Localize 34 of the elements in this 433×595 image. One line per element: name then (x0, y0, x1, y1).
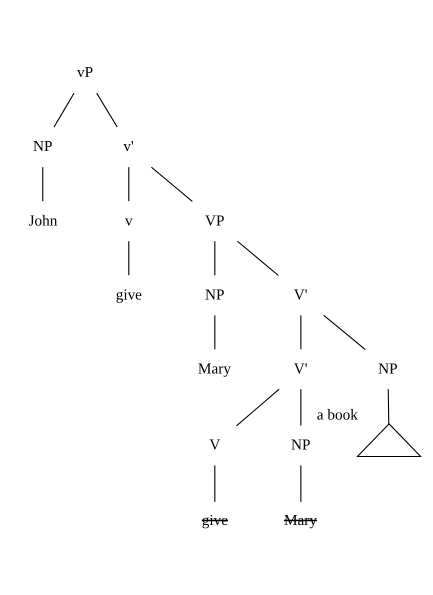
node-text: give (201, 512, 228, 529)
connector (300, 465, 301, 502)
node-text: NP (378, 360, 398, 378)
node-text: Mary (283, 512, 316, 529)
connector (387, 389, 389, 424)
connector (322, 314, 366, 350)
node-text: V' (293, 360, 308, 378)
connector (236, 388, 279, 426)
node-label: a book (316, 406, 358, 424)
connector (236, 240, 278, 276)
connector (150, 166, 192, 202)
node-text: vP (76, 64, 93, 82)
node-text: VP (204, 212, 224, 230)
connector (214, 241, 215, 276)
connector (96, 92, 118, 128)
node-triangle (356, 423, 422, 458)
connector (300, 389, 301, 426)
node-text: John (28, 212, 57, 230)
node-text: Mary (197, 360, 230, 378)
connector (53, 92, 74, 128)
node-text: V' (293, 286, 308, 304)
connector (128, 167, 129, 202)
node-text: V (208, 436, 220, 454)
connector (214, 315, 215, 350)
connector (42, 167, 43, 202)
connector (300, 315, 301, 350)
node-text: NP (32, 138, 52, 156)
node-text: NP (204, 286, 224, 304)
connector (128, 241, 129, 276)
node-text: give (115, 286, 142, 304)
node-text: v' (122, 138, 134, 156)
connector (214, 465, 215, 502)
node-text: v (124, 212, 132, 230)
node-text: NP (290, 436, 310, 454)
